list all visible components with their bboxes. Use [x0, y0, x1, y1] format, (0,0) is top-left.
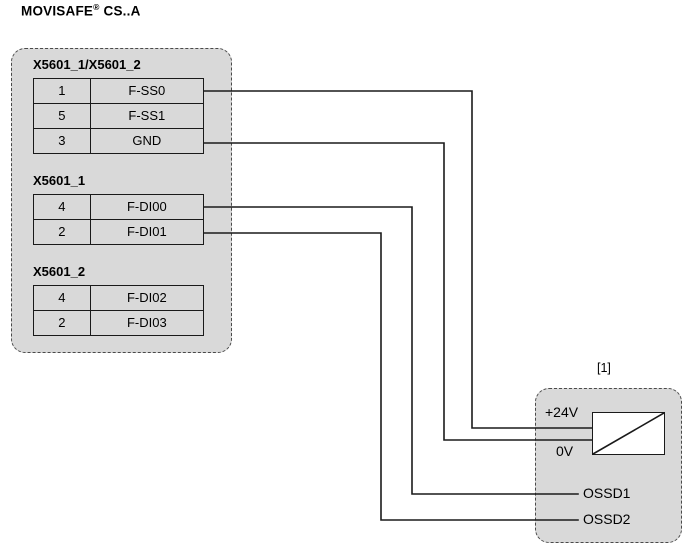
wire-fss0-to-24v	[203, 90, 593, 429]
pin-cell: 4	[33, 194, 91, 220]
signal-cell: F-SS0	[89, 78, 205, 104]
signal-cell: F-SS1	[89, 103, 205, 129]
table-row: 4 F-DI02	[33, 285, 205, 311]
pin-cell: 1	[33, 78, 91, 104]
pin-cell: 2	[33, 310, 91, 336]
title-variant: CS..A	[99, 3, 141, 19]
wire-gnd-to-0v	[203, 142, 593, 441]
device-terminal-label-0v: 0V	[556, 443, 574, 459]
device-terminal-label-ossd1: OSSD1	[583, 485, 631, 501]
table-row: 2 F-DI03	[33, 310, 205, 336]
connector-group-label-x5601-1-2: X5601_1/X5601_2	[33, 57, 141, 72]
device-terminal-label-ossd2: OSSD2	[583, 511, 631, 527]
signal-cell: F-DI00	[89, 194, 205, 220]
connector-group-label-x5601-2: X5601_2	[33, 264, 86, 279]
terminal-table-x5601-1-2: 1 F-SS0 5 F-SS1 3 GND	[33, 78, 205, 154]
page-title: MOVISAFE® CS..A	[21, 2, 141, 19]
signal-cell: F-DI03	[89, 310, 205, 336]
table-row: 2 F-DI01	[33, 219, 205, 245]
registered-mark-icon: ®	[93, 2, 100, 12]
pin-cell: 4	[33, 285, 91, 311]
pin-cell: 3	[33, 128, 91, 154]
terminal-table-x5601-2: 4 F-DI02 2 F-DI03	[33, 285, 205, 336]
signal-cell: F-DI02	[89, 285, 205, 311]
pin-cell: 2	[33, 219, 91, 245]
wire-fdi00-to-ossd1	[203, 206, 579, 495]
sensor-symbol-box	[592, 412, 665, 455]
title-product: MOVISAFE	[21, 3, 94, 19]
table-row: 5 F-SS1	[33, 103, 205, 129]
signal-cell: F-DI01	[89, 219, 205, 245]
signal-cell: GND	[89, 128, 205, 154]
terminal-table-x5601-1: 4 F-DI00 2 F-DI01	[33, 194, 205, 245]
table-row: 4 F-DI00	[33, 194, 205, 220]
connector-group-label-x5601-1: X5601_1	[33, 173, 86, 188]
device-terminal-label-24v: +24V	[545, 404, 579, 420]
pin-cell: 5	[33, 103, 91, 129]
wire-fdi01-to-ossd2	[203, 232, 579, 521]
table-row: 3 GND	[33, 128, 205, 154]
reference-tag: [1]	[597, 361, 611, 375]
table-row: 1 F-SS0	[33, 78, 205, 104]
